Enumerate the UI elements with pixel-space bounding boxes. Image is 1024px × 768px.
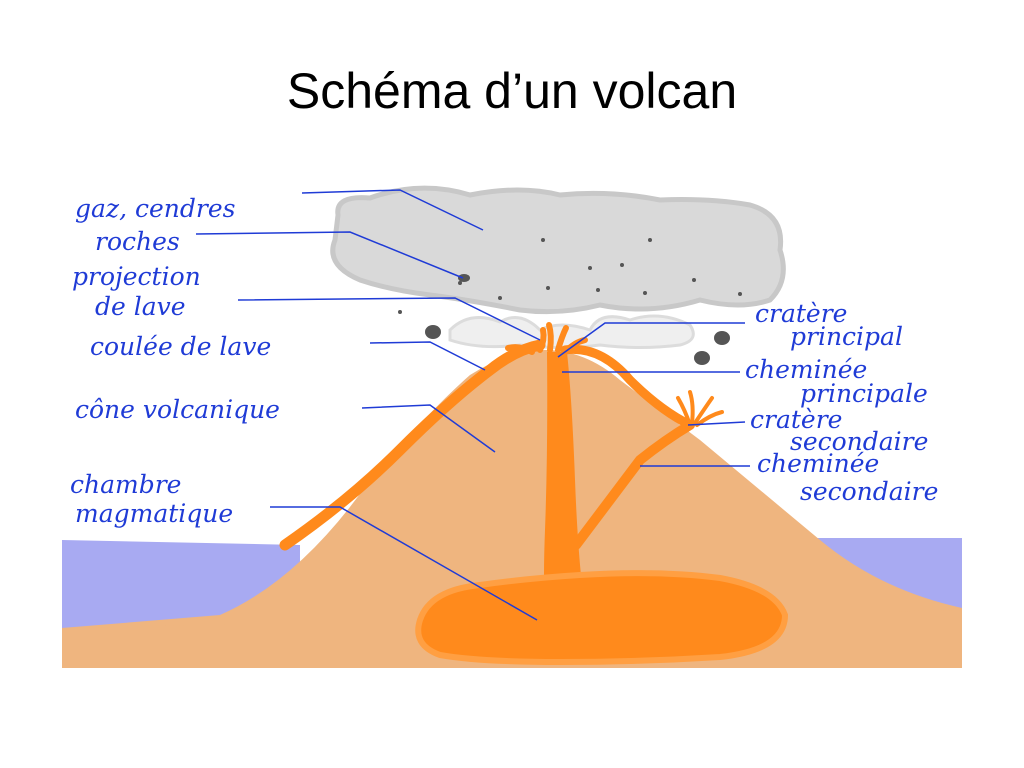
secondary-chimney [571, 420, 695, 550]
label-cheminee-secondaire-line1: cheminée [757, 449, 879, 478]
label-cheminee-principale-line2: principale [800, 379, 928, 408]
page-title: Schéma d’un volcan [286, 63, 738, 119]
label-cratere-principal-line1: cratère [755, 299, 847, 328]
label-cratere-secondaire-line1: cratère [750, 405, 842, 434]
label-projection-line2: de lave [95, 292, 186, 321]
ash-cloud [330, 185, 786, 315]
label-cratere-principal-line2: principal [790, 322, 903, 351]
rock-bombs [425, 274, 730, 365]
magma-chamber [415, 570, 789, 666]
label-cratere-secondaire-line2: secondaire [790, 427, 928, 456]
label-cheminee-principale-line1: cheminée [745, 355, 867, 384]
ash-particles [398, 238, 742, 314]
secondary-crater [676, 390, 724, 427]
label-gaz-cendres: gaz, cendres [75, 194, 235, 223]
label-chambre-line1: chambre [70, 470, 181, 499]
label-projection-line1: projection [72, 262, 201, 291]
label-cheminee-secondaire-line2: secondaire [800, 477, 938, 506]
lava-edge-right [560, 344, 695, 430]
leader-lines [195, 189, 750, 621]
label-cone-volcanique: cône volcanique [75, 395, 280, 424]
label-chambre-line2: magmatique [75, 499, 233, 528]
label-roches: roches [95, 227, 180, 256]
label-coulee-de-lave: coulée de lave [90, 332, 271, 361]
